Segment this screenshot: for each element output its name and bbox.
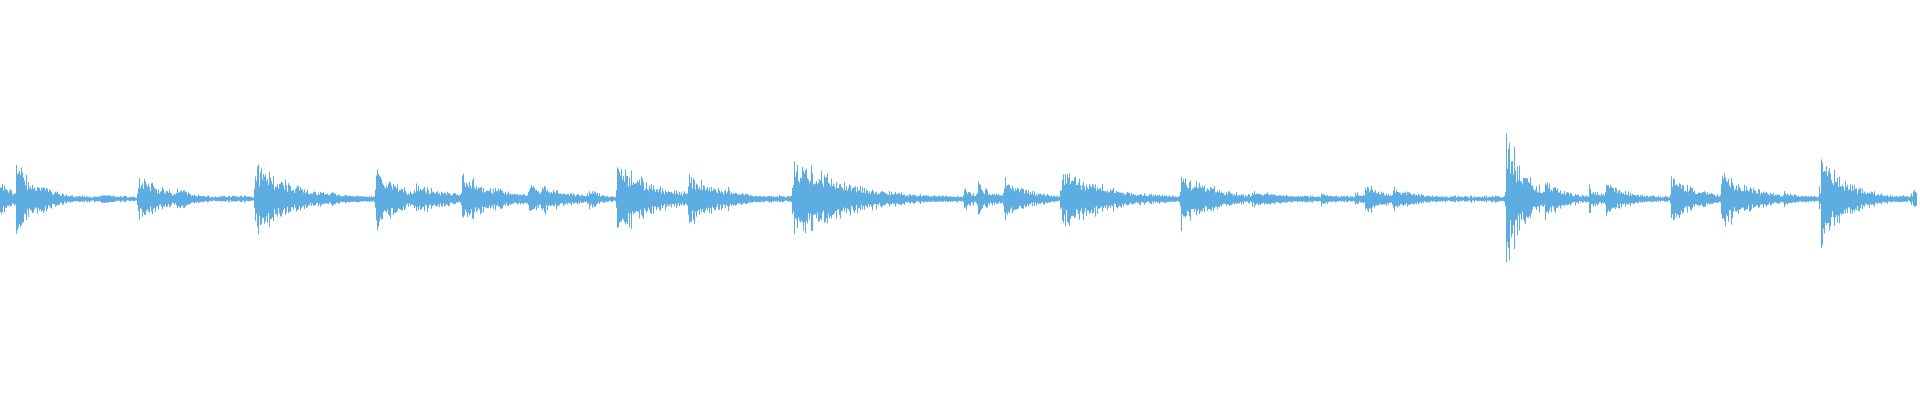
waveform-bars [0, 133, 1917, 263]
